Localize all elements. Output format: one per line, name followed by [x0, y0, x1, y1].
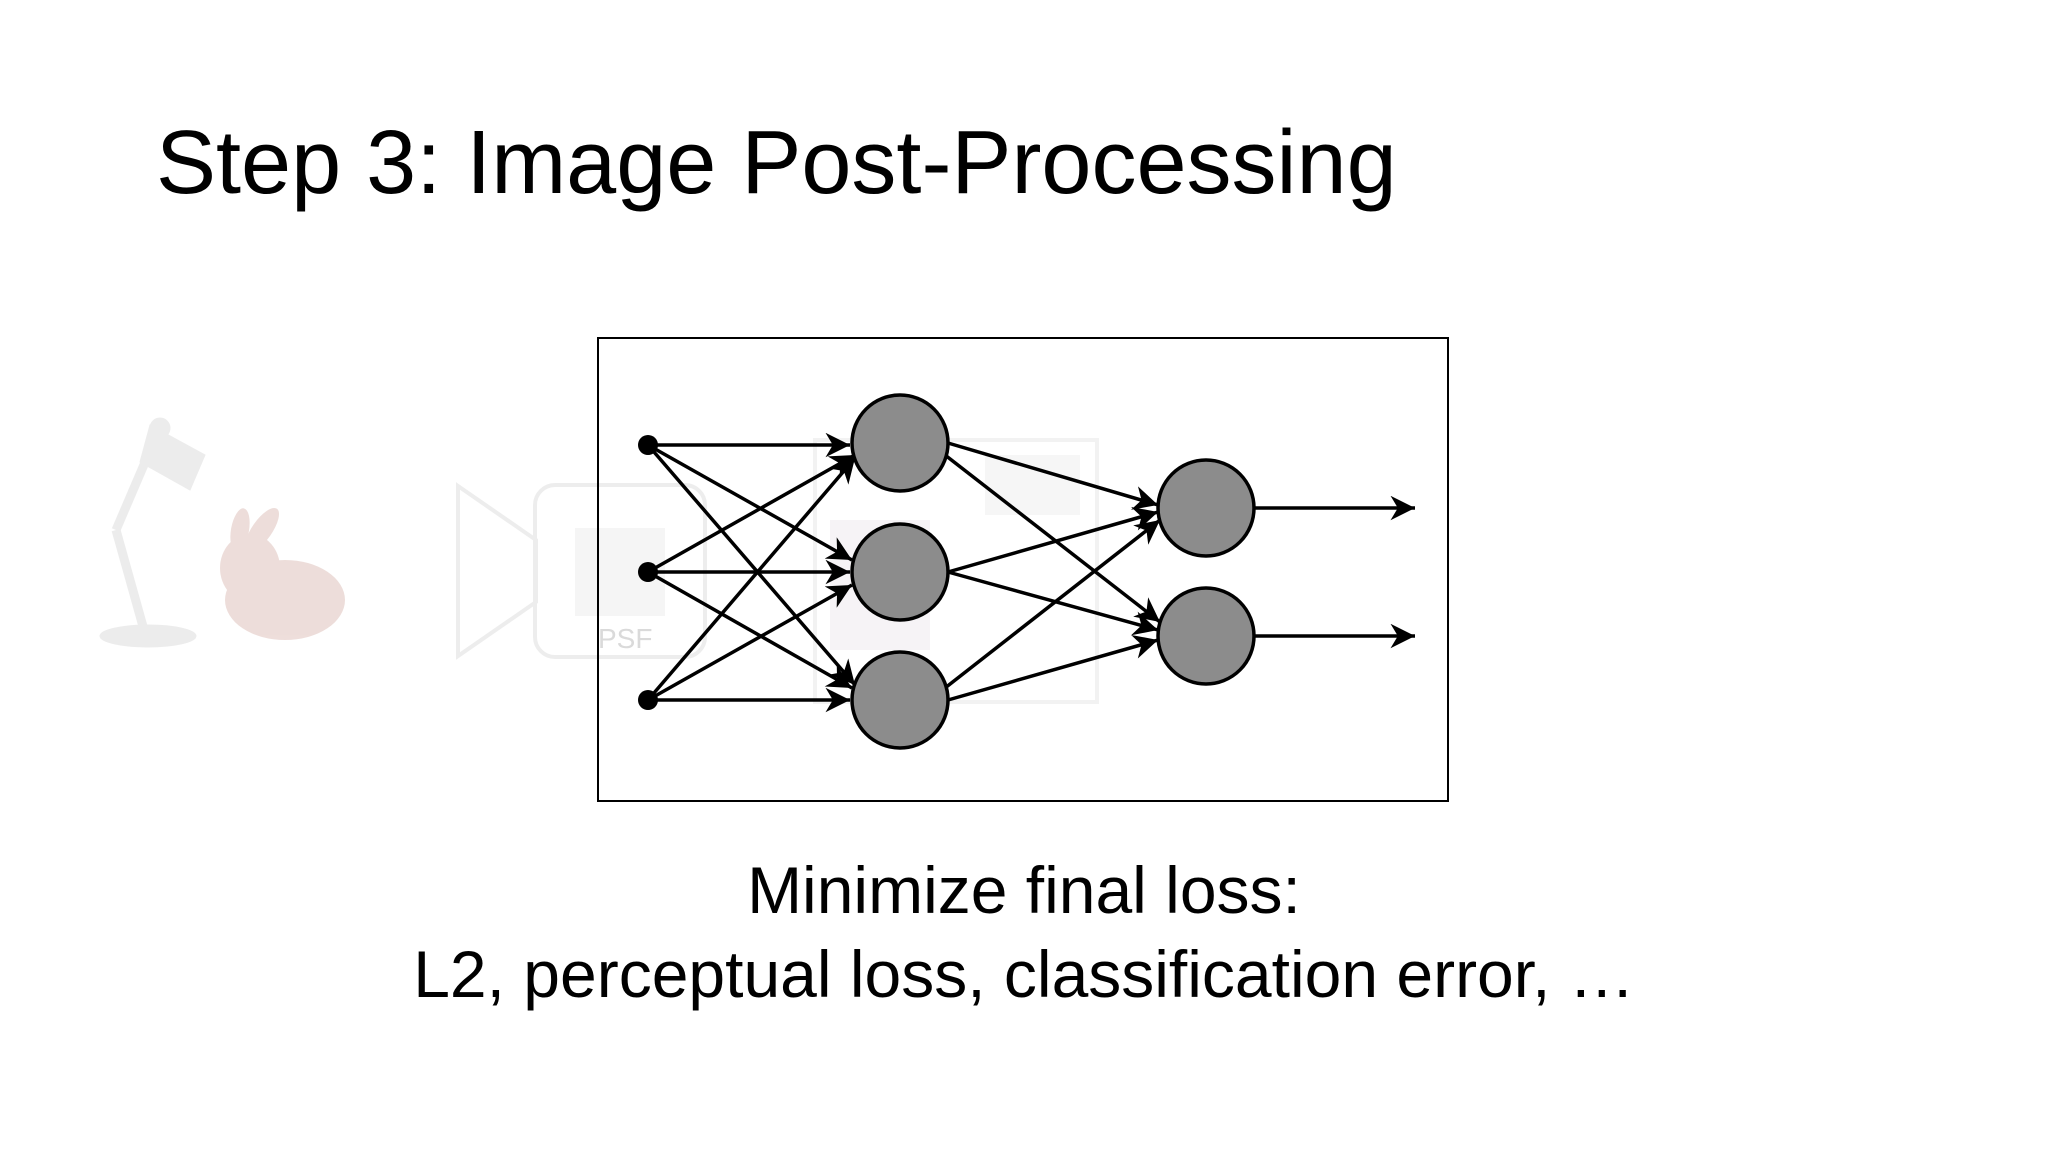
- output-arrows: [1255, 495, 1415, 649]
- caption-line-1: Minimize final loss:: [747, 853, 1301, 927]
- desk-lamp-icon: [99, 417, 206, 648]
- input-node: [638, 562, 658, 582]
- output-node: [1156, 586, 1256, 686]
- input-layer: [638, 435, 658, 710]
- psf-label: PSF: [598, 623, 652, 654]
- input-node: [638, 435, 658, 455]
- hidden-node: [850, 650, 950, 750]
- output-layer: [1156, 458, 1256, 686]
- neural-network-frame: [597, 337, 1449, 802]
- bunny-icon: [220, 507, 345, 640]
- caption-line-2: L2, perceptual loss, classification erro…: [413, 937, 1635, 1011]
- loss-caption: Minimize final loss: L2, perceptual loss…: [0, 848, 2048, 1016]
- slide-title: Step 3: Image Post-Processing: [156, 113, 1397, 213]
- hidden-node: [850, 393, 950, 493]
- output-node: [1156, 458, 1256, 558]
- hidden-to-output-edges: [943, 441, 1162, 702]
- hidden-node: [850, 522, 950, 622]
- hidden-layer: [850, 393, 950, 750]
- input-to-hidden-edges: [646, 432, 857, 713]
- input-node: [638, 690, 658, 710]
